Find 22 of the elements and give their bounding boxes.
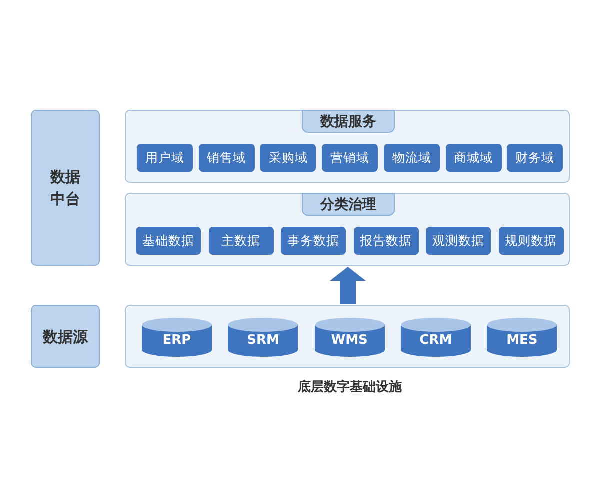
category-box: 财务域 [507,144,564,172]
category-box: 用户域 [137,144,193,172]
block-arrow [330,267,366,304]
layer-panel [125,305,570,368]
layer-panel [125,193,570,266]
panel-heading-tab: 分类治理 [302,193,395,216]
category-box: 商城域 [446,144,502,172]
layer-label-box: 数据中台 [31,110,100,266]
category-box: 报告数据 [354,227,418,255]
category-box: 事务数据 [281,227,346,255]
layer-panel [125,110,570,183]
category-box: 营销域 [322,144,378,172]
category-box: 销售域 [198,144,255,172]
category-box: 主数据 [208,227,274,255]
category-box: 物流域 [384,144,440,172]
category-box: 观测数据 [426,227,491,255]
category-box: 规则数据 [498,227,564,255]
caption-text: 底层数字基础设施 [297,378,403,396]
panel-heading-tab: 数据服务 [302,110,395,133]
category-box: 采购域 [260,144,316,172]
layer-label-box: 数据源 [31,305,100,368]
category-box: 基础数据 [136,227,201,255]
